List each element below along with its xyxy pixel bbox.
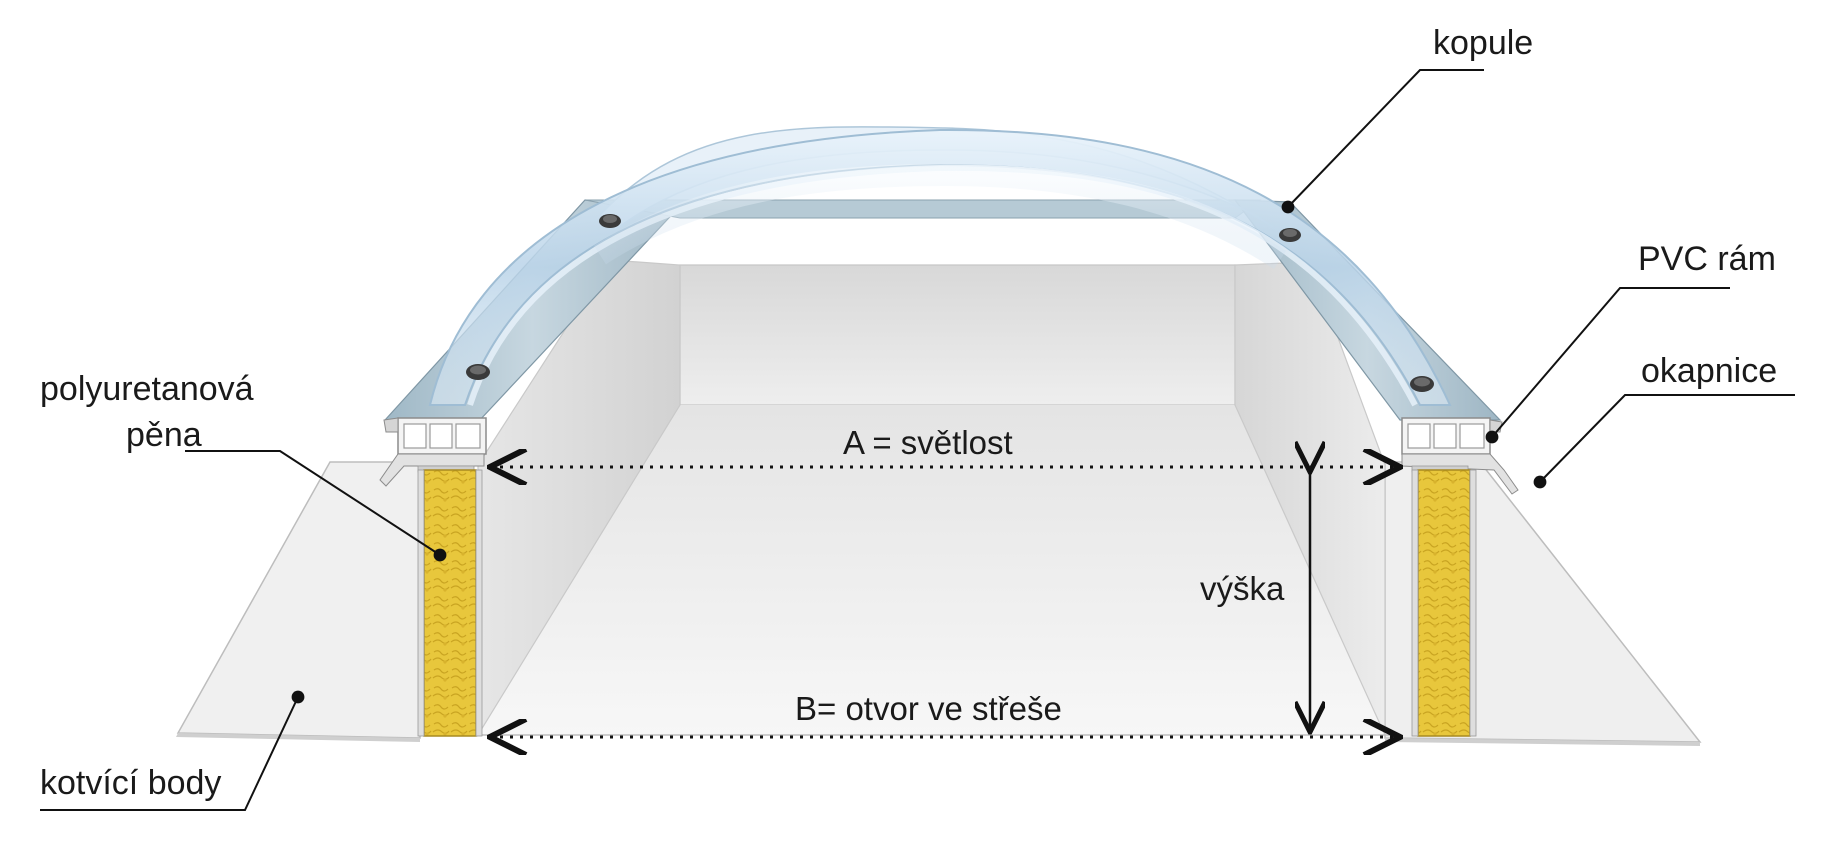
frame-section-right xyxy=(1401,417,1519,495)
leader-kopule xyxy=(1281,69,1484,214)
label-kopule: kopule xyxy=(1433,24,1533,62)
dome xyxy=(428,126,1452,407)
screw-icon xyxy=(466,364,490,380)
leader-kotvici-body xyxy=(40,690,305,811)
floor xyxy=(478,405,1390,735)
label-dimension-height: výška xyxy=(1200,570,1285,607)
foam-core-left xyxy=(423,469,477,737)
leader-pvc-ram xyxy=(1485,287,1730,444)
label-pena-line2: pěna xyxy=(126,416,202,454)
leader-pena xyxy=(185,450,447,562)
screw-icon xyxy=(599,214,621,228)
leader-okapnice xyxy=(1533,394,1795,489)
screw-icon xyxy=(1410,376,1434,392)
side-wall-left xyxy=(477,259,681,738)
label-dimension-b: B= otvor ve střeše xyxy=(795,690,1062,727)
label-kotvici-body: kotvící body xyxy=(40,764,221,802)
label-pena-line1: polyuretanová xyxy=(40,370,254,408)
roof-flange-left xyxy=(176,461,421,742)
foam-core-right xyxy=(1417,469,1471,737)
label-okapnice: okapnice xyxy=(1641,352,1777,390)
label-pvc-ram: PVC rám xyxy=(1638,240,1776,278)
frame-section-left xyxy=(379,417,487,487)
label-dimension-a: A = světlost xyxy=(843,424,1013,461)
back-wall xyxy=(679,264,1236,406)
screw-icon xyxy=(1279,228,1301,242)
